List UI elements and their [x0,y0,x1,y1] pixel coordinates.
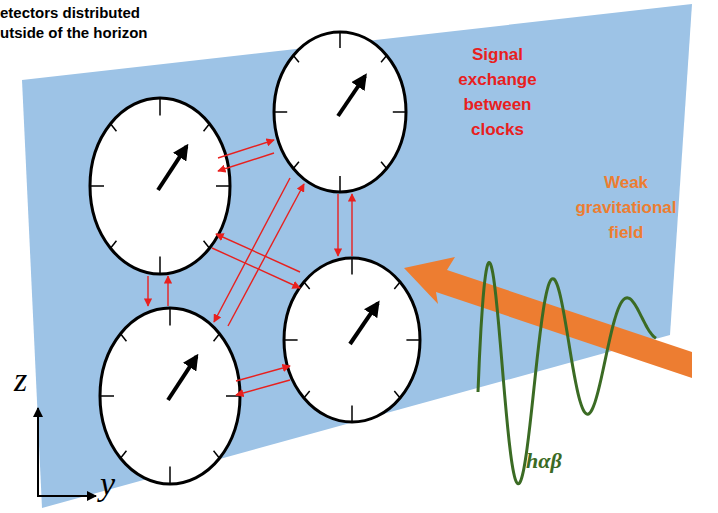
clock-hand [338,76,365,116]
signal-arrow [147,276,148,306]
clocks [90,32,420,484]
plane [22,4,692,508]
field-arrow [404,257,692,378]
signal-arrow [337,194,338,256]
clock-hand [168,356,197,400]
tick [216,185,230,187]
tick [381,162,387,169]
tick [394,282,400,289]
tick [111,241,117,248]
tick [393,111,406,113]
clock-face [90,98,230,274]
signal-arrow [236,380,290,395]
tick [304,282,310,289]
tick [339,32,341,48]
tick [226,395,240,397]
caption-note: etectors distributed utside of the horiz… [0,3,182,43]
tick [204,241,210,248]
tick [169,466,171,484]
tick [121,451,127,458]
tick [214,451,220,458]
signal-arrow [212,248,300,288]
clock-hand [350,303,378,344]
tick [351,406,353,422]
signal-arrow [214,178,290,322]
wave [478,263,656,484]
y-axis [37,495,96,497]
tick [406,339,420,341]
tick [169,308,171,326]
tick [274,111,287,113]
tick [159,256,161,274]
signal-label: Signal exchange between clocks [450,42,545,142]
tick [394,391,400,398]
tick [293,55,299,62]
signal-arrow [167,276,168,306]
tick [214,334,220,341]
clock-face [284,258,420,422]
tick [381,55,387,62]
wave-label: hαβ [526,448,586,474]
z-axis [37,408,39,497]
signal-arrow [218,153,274,171]
clock-face [274,32,406,192]
tick [339,176,341,192]
clock-face [100,308,240,484]
tick [351,258,353,274]
clock [100,308,240,484]
clock [284,258,420,422]
axis-label: y [100,466,130,502]
tick [90,185,104,187]
tick [304,391,310,398]
tick [121,334,127,341]
tick [204,124,210,131]
tick [100,395,114,397]
signal-arrow [236,366,290,381]
clock [90,98,230,274]
tick [111,124,117,131]
clock-hand [158,146,187,190]
tick [293,162,299,169]
clock [274,32,406,192]
field-label: Weak gravitational field [565,170,687,245]
signal-arrow [228,184,304,326]
axis-label: z [14,362,44,398]
axes [37,408,96,497]
signal-arrows [148,140,352,395]
signal-arrow [351,194,352,256]
tick [159,98,161,116]
tick [284,339,298,341]
